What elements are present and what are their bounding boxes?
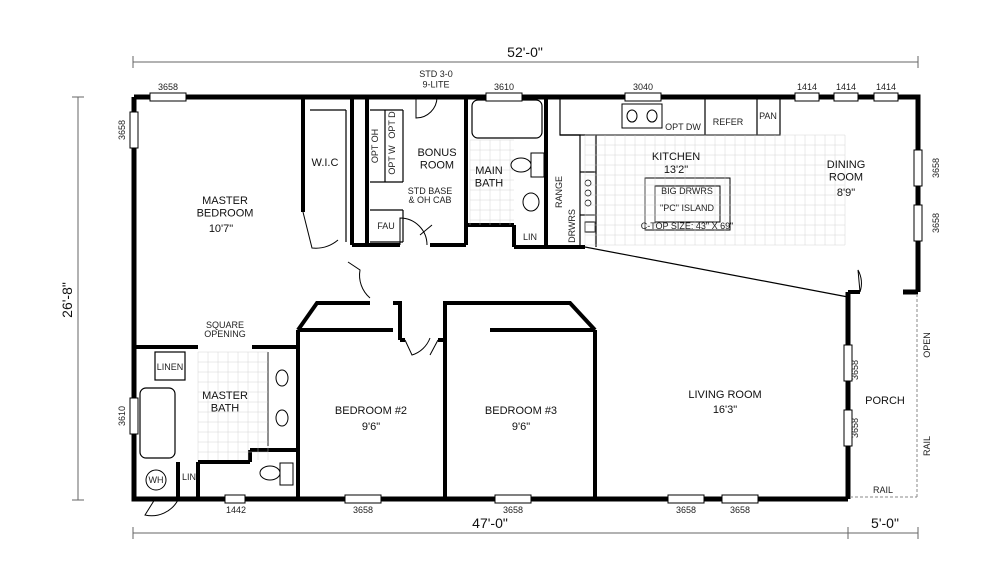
fixture-label: WH (149, 475, 164, 485)
fixture-label: OPEN (922, 332, 932, 358)
overall-width-bottom: 47'-0" (472, 515, 508, 531)
fixture-label: RAIL (873, 485, 893, 495)
window-label: 3658 (730, 505, 750, 515)
window-label: 1414 (876, 82, 896, 92)
interior-walls (134, 97, 860, 499)
window-label: 3658 (353, 505, 373, 515)
fixture-label: "PC" ISLAND (660, 203, 714, 213)
window-label: 3658 (931, 158, 941, 178)
room-size: 9'6" (362, 421, 380, 433)
fixture-label: FAU (377, 221, 395, 231)
room-bedroom2: BEDROOM #2 (335, 405, 407, 417)
fixture-label: OPT W (387, 145, 397, 175)
room-size: 10'7" (209, 223, 233, 235)
room-porch: PORCH (865, 395, 905, 407)
sink-icon (621, 103, 663, 129)
door-swings (144, 96, 862, 517)
fixture-label: DRWRS (567, 209, 577, 243)
overall-width-top: 52'-0" (507, 44, 543, 60)
room-kitchen: KITCHEN (652, 151, 700, 163)
window-label: 3658 (117, 120, 127, 140)
fixture-label: REFER (713, 117, 744, 127)
fixture-label: RAIL (922, 436, 932, 456)
windows (129, 92, 923, 504)
room-size: 13'2" (664, 164, 688, 176)
fixture-label: OPT DW (665, 122, 701, 132)
fixture-label: OPT D (387, 111, 397, 139)
porch-edges (850, 294, 918, 498)
fixture-label: C-TOP SIZE: 43" X 69" (641, 221, 734, 231)
fixture-label: LIN (182, 472, 196, 482)
floor-pattern (197, 134, 846, 460)
fixture-label: LINEN (157, 362, 184, 372)
exterior-walls (131, 94, 921, 502)
window-label: 3658 (931, 213, 941, 233)
sink-icon (522, 192, 540, 212)
window-label: 3040 (633, 82, 653, 92)
room-size: 8'9" (837, 187, 855, 199)
window-label: 3658 (676, 505, 696, 515)
window-label: 3658 (158, 82, 178, 92)
window-label: 3610 (117, 406, 127, 426)
window-label: 3658 (503, 505, 523, 515)
window-label: 3658 (850, 360, 860, 380)
water-heater-icon (145, 469, 167, 491)
range-burners (584, 179, 592, 207)
window-label: 3610 (494, 82, 514, 92)
room-wic: W.I.C (312, 157, 339, 169)
room-bedroom3: BEDROOM #3 (485, 405, 557, 417)
fixture-label: STD BASE& OH CAB (408, 186, 453, 205)
overall-depth: 26'-8" (59, 282, 75, 318)
room-living: LIVING ROOM (688, 389, 761, 401)
window-label: 3658 (850, 418, 860, 438)
dimension-lines (72, 56, 919, 539)
window-label: 1414 (797, 82, 817, 92)
room-size: 16'3" (713, 404, 737, 416)
fixture-label: OPT OH (370, 129, 380, 163)
window-label: 1442 (226, 505, 246, 515)
fixture-label: RANGE (554, 176, 564, 208)
porch-width: 5'-0" (871, 515, 899, 531)
window-label: 1414 (836, 82, 856, 92)
thin-lines (139, 97, 849, 459)
fixture-label: LIN (523, 232, 537, 242)
room-size: 9'6" (512, 421, 530, 433)
fixture-label: BIG DRWRS (661, 186, 713, 196)
fixture-label: PAN (759, 111, 777, 121)
